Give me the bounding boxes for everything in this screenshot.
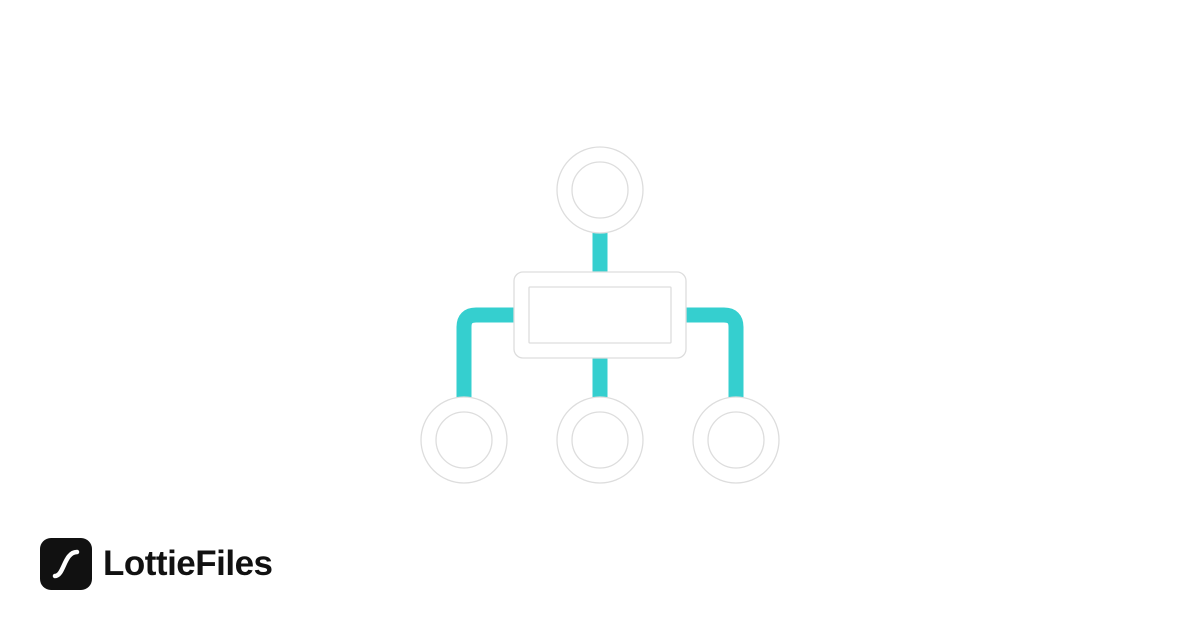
node-center-inner [571,411,629,469]
center-box-inner [528,286,672,344]
node-right-inner [707,411,765,469]
connector-right [686,307,744,397]
brand-name: LottieFiles [103,544,273,583]
node-outlines [420,146,780,484]
connectors [456,233,744,397]
lottie-logo-icon [40,538,92,590]
connector-left [456,307,514,397]
node-top-inner [571,161,629,219]
brand-logo[interactable]: LottieFiles [40,538,273,590]
node-left-inner [435,411,493,469]
